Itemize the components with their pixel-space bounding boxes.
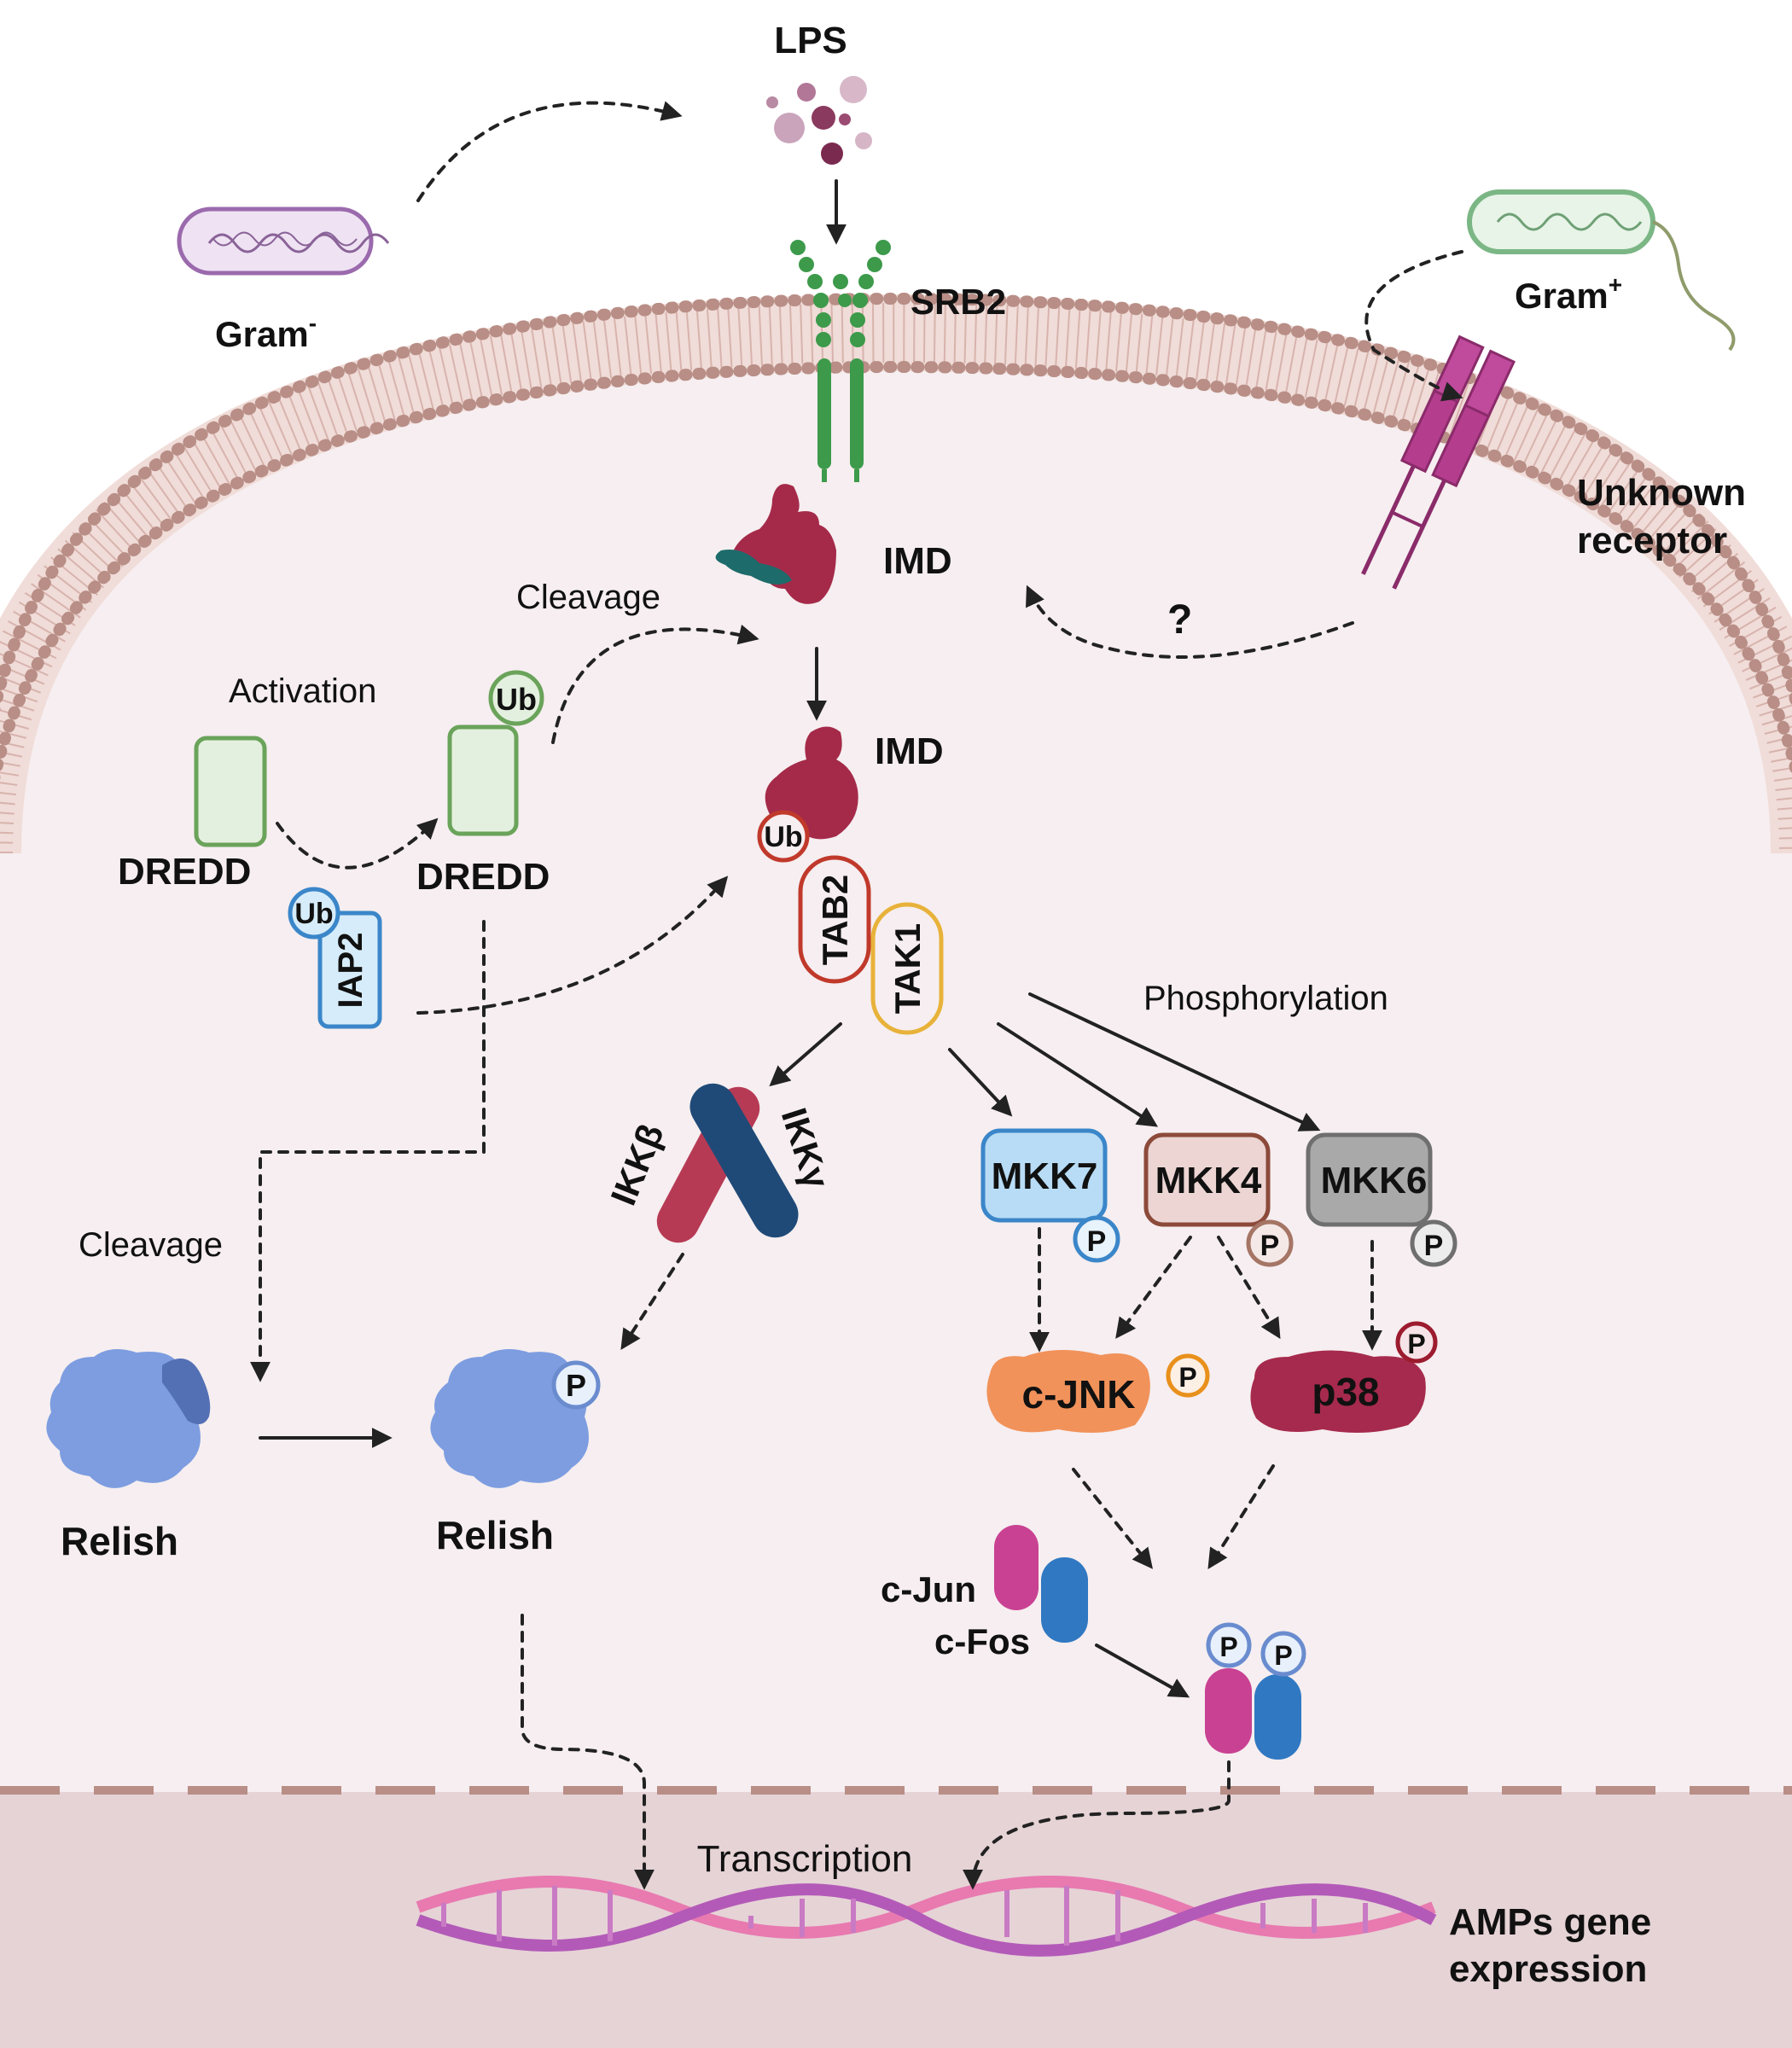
p38-icon bbox=[1250, 1321, 1438, 1433]
cleavage-top-label: Cleavage bbox=[516, 579, 660, 616]
tak1-label: TAK1 bbox=[887, 923, 928, 1015]
relish-right-label: Relish bbox=[436, 1513, 554, 1557]
dredd-right-label: DREDD bbox=[416, 856, 550, 898]
arrow-ap1-to-dna bbox=[963, 1760, 1231, 1890]
arrow-mkk4-to-cjnk bbox=[1115, 1236, 1192, 1339]
mkk6-icon bbox=[1306, 1132, 1457, 1267]
cjun-label: c-Jun bbox=[881, 1569, 976, 1609]
imd-top-label: IMD bbox=[883, 540, 952, 582]
relish-inactive-icon bbox=[46, 1349, 211, 1488]
lps-particles-icon bbox=[766, 76, 872, 165]
arrow-tak1-to-mkk4 bbox=[997, 1022, 1159, 1127]
tab2-label: TAB2 bbox=[815, 875, 855, 966]
gram-positive-bacterium-icon bbox=[1467, 189, 1736, 352]
ub-iap2-label: Ub bbox=[294, 898, 333, 930]
p-p38-label: P bbox=[1407, 1329, 1425, 1359]
arrow-gramneg-to-lps bbox=[416, 101, 683, 202]
dredd-left-label: DREDD bbox=[118, 851, 251, 893]
cleavage-left-label: Cleavage bbox=[79, 1226, 223, 1264]
arrow-dredd-activation bbox=[276, 817, 439, 870]
arrow-grampos-to-receptor bbox=[1364, 250, 1463, 402]
cjnk-icon bbox=[986, 1349, 1210, 1433]
cfos-label: c-Fos bbox=[934, 1621, 1030, 1661]
mkk6-label: MKK6 bbox=[1321, 1160, 1428, 1201]
unknown-receptor-label-2: receptor bbox=[1577, 520, 1727, 561]
p-ap1-a-label: P bbox=[1219, 1632, 1237, 1662]
iap2-icon bbox=[288, 887, 382, 1029]
transcription-label: Transcription bbox=[697, 1838, 913, 1880]
arrow-tak1-to-ikk bbox=[769, 1022, 842, 1087]
arrow-p38-to-ap1 bbox=[1207, 1464, 1275, 1570]
relish-active-icon bbox=[430, 1349, 601, 1488]
p-mkk6-label: P bbox=[1424, 1230, 1444, 1262]
phosphorylation-label: Phosphorylation bbox=[1143, 980, 1388, 1017]
arrow-tak1-to-mkk7 bbox=[948, 1048, 1013, 1117]
imd-mid-label: IMD bbox=[875, 730, 944, 772]
arrow-relish-to-dna bbox=[521, 1614, 655, 1890]
arrow-dredd-to-relish bbox=[250, 920, 486, 1382]
arrow-dredd-cleavage bbox=[551, 624, 759, 744]
question-mark-label: ? bbox=[1167, 597, 1192, 643]
mkk7-label: MKK7 bbox=[992, 1155, 1098, 1197]
mkk7-icon bbox=[980, 1128, 1120, 1263]
ap1-phosphorylated-icon bbox=[1205, 1622, 1306, 1760]
mkk4-icon bbox=[1143, 1132, 1294, 1267]
arrow-mkk4-to-p38 bbox=[1217, 1236, 1281, 1340]
p-cjnk-label: P bbox=[1178, 1362, 1196, 1393]
amps-label-1: AMPs gene bbox=[1449, 1901, 1651, 1943]
p-relish-label: P bbox=[566, 1368, 586, 1403]
arrow-receptor-to-imd bbox=[1026, 585, 1354, 659]
dredd-inactive-icon bbox=[194, 736, 267, 847]
p-mkk4-label: P bbox=[1260, 1230, 1280, 1262]
arrow-cjnk-to-ap1 bbox=[1072, 1468, 1153, 1569]
relish-left-label: Relish bbox=[61, 1519, 178, 1563]
gram-negative-label: Gram- bbox=[215, 310, 317, 354]
pathway-arrows bbox=[250, 101, 1463, 1890]
arrow-tak1-to-mkk6 bbox=[1028, 992, 1321, 1132]
ub-dredd-label: Ub bbox=[496, 682, 537, 717]
ub-imd-label: Ub bbox=[764, 821, 802, 853]
dna-helix-icon bbox=[416, 1876, 1437, 1957]
srb2-label: SRB2 bbox=[911, 282, 1006, 322]
cjun-cfos-icon bbox=[994, 1525, 1088, 1643]
activation-label: Activation bbox=[229, 672, 376, 710]
imd-ub-tab2-tak1-complex bbox=[757, 810, 944, 1035]
gram-positive-label: Gram+ bbox=[1515, 271, 1622, 316]
dredd-active-icon bbox=[447, 670, 544, 836]
mkk4-label: MKK4 bbox=[1155, 1160, 1262, 1201]
srb2-receptor-icon bbox=[790, 240, 891, 482]
imd-membrane-protein bbox=[715, 484, 836, 604]
arrow-iap2-to-imd bbox=[416, 876, 729, 1015]
arrow-cfos-to-ap1 bbox=[1095, 1644, 1190, 1698]
lps-label: LPS bbox=[774, 20, 847, 61]
iap2-label: IAP2 bbox=[332, 933, 369, 1009]
p38-label: p38 bbox=[1312, 1370, 1379, 1414]
cell-membrane bbox=[0, 292, 1792, 854]
ikk-complex-icon bbox=[656, 1083, 799, 1243]
p-mkk7-label: P bbox=[1087, 1225, 1107, 1258]
gram-negative-bacterium-icon bbox=[177, 207, 390, 276]
arrow-ikk-to-relish bbox=[620, 1253, 684, 1351]
p-ap1-b-label: P bbox=[1274, 1640, 1292, 1671]
cjnk-label: c-JNK bbox=[1022, 1372, 1136, 1417]
unknown-receptor-label-1: Unknown bbox=[1577, 472, 1746, 514]
amps-label-2: expression bbox=[1449, 1948, 1647, 1990]
